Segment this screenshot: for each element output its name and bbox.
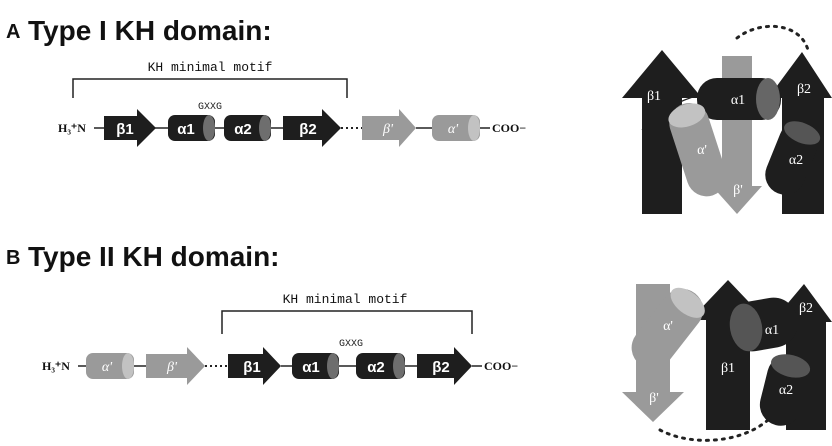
panel-b-alpha2-helix bbox=[356, 353, 405, 379]
panel-a-beta2-label: β2 bbox=[299, 121, 317, 138]
panel-b-motif-bracket bbox=[221, 310, 473, 334]
panel-b-beta2-label: β2 bbox=[432, 359, 450, 376]
panel-a: A Type I KH domain: KH minimal motif GXX… bbox=[6, 15, 832, 214]
panel-a-n-terminus: H₃⁺N bbox=[58, 121, 86, 135]
panel-b-structure-beta2-label: β2 bbox=[799, 301, 813, 316]
panel-a-structure-alpha-prime-cap bbox=[668, 103, 706, 128]
panel-a-structure: β' β1 β2 α1 α' α2 bbox=[622, 24, 832, 214]
panel-b-alpha-prime-label: α' bbox=[102, 360, 113, 375]
panel-b-alpha1-label: α1 bbox=[302, 359, 320, 376]
panel-b-beta1-arrow bbox=[228, 347, 281, 385]
panel-a-letter: A bbox=[6, 21, 20, 43]
panel-b-alpha2-cap bbox=[393, 353, 405, 379]
panel-b-structure-beta-prime-label: β' bbox=[649, 391, 659, 406]
panel-b-structure-beta1-label: β1 bbox=[721, 361, 735, 376]
panel-b: B Type II KH domain: KH minimal motif GX… bbox=[6, 241, 832, 442]
panel-a-beta1-label: β1 bbox=[116, 121, 134, 138]
panel-a-beta1-arrow bbox=[104, 109, 156, 147]
panel-b-c-terminus: COO− bbox=[484, 359, 518, 373]
panel-b-structure-alpha2-label: α2 bbox=[779, 383, 793, 398]
panel-b-n-terminus: H₃⁺N bbox=[42, 359, 70, 373]
panel-a-alpha-prime-cap bbox=[468, 115, 480, 141]
panel-a-structure-beta1-label: β1 bbox=[647, 89, 661, 104]
panel-b-beta-prime-label: β' bbox=[166, 360, 178, 375]
panel-a-structure-beta-prime-label: β' bbox=[733, 183, 743, 198]
panel-b-beta2-arrow bbox=[417, 347, 472, 385]
panel-a-structure-alpha-prime-label: α' bbox=[697, 143, 707, 158]
panel-b-alpha-prime-cap bbox=[122, 353, 134, 379]
panel-a-c-terminus: COO− bbox=[492, 121, 526, 135]
panel-a-structure-alpha2-cap bbox=[784, 121, 821, 145]
panel-b-structure-alpha-prime-label: α' bbox=[663, 319, 673, 334]
panel-a-structure-dotted-loop bbox=[735, 24, 810, 52]
panel-a-structure-alpha1-cap bbox=[756, 78, 780, 120]
panel-b-alpha2-label: α2 bbox=[367, 359, 385, 376]
panel-b-alpha1-helix bbox=[292, 353, 339, 379]
panel-a-alpha2-label: α2 bbox=[234, 121, 252, 138]
panel-a-structure-alpha1-label: α1 bbox=[731, 93, 745, 108]
panel-b-letter: B bbox=[6, 247, 20, 269]
panel-b-gxxg-label: GXXG bbox=[339, 339, 363, 350]
panel-a-alpha1-cap bbox=[203, 115, 215, 141]
panel-a-title: Type I KH domain: bbox=[28, 15, 272, 46]
panel-a-gxxg-label: GXXG bbox=[198, 102, 222, 113]
panel-a-beta-prime-arrow bbox=[362, 109, 416, 147]
panel-b-structure: β' β1 β2 α' α1 α2 bbox=[622, 280, 832, 442]
panel-a-beta-prime-label: β' bbox=[382, 122, 394, 137]
panel-b-alpha-prime-helix bbox=[86, 353, 134, 379]
panel-a-structure-alpha2-label: α2 bbox=[789, 153, 803, 168]
panel-a-alpha1-label: α1 bbox=[177, 121, 195, 138]
panel-a-structure-beta2-label: β2 bbox=[797, 82, 811, 97]
panel-b-structure-alpha-prime-cap bbox=[670, 287, 705, 318]
panel-a-alpha-prime-helix bbox=[432, 115, 480, 141]
panel-a-structure-beta1 bbox=[622, 50, 702, 214]
panel-b-structure-dotted-loop bbox=[658, 418, 770, 442]
panel-a-alpha1-helix bbox=[168, 115, 215, 141]
panel-b-structure-alpha1-cap bbox=[729, 303, 763, 352]
panel-b-motif-label: KH minimal motif bbox=[283, 292, 408, 307]
panel-b-structure-alpha1-label: α1 bbox=[765, 323, 779, 338]
panel-b-structure-alpha2-cap bbox=[770, 354, 811, 378]
panel-a-alpha2-cap bbox=[259, 115, 271, 141]
panel-a-alpha-prime-label: α' bbox=[448, 122, 459, 137]
panel-b-alpha1-cap bbox=[327, 353, 339, 379]
panel-a-beta2-arrow bbox=[283, 109, 341, 147]
panel-b-title: Type II KH domain: bbox=[28, 241, 280, 272]
panel-b-beta-prime-arrow bbox=[146, 347, 205, 385]
panel-a-motif-label: KH minimal motif bbox=[148, 60, 273, 75]
panel-b-beta1-label: β1 bbox=[243, 359, 261, 376]
panel-a-alpha2-helix bbox=[224, 115, 271, 141]
panel-a-motif-bracket bbox=[72, 78, 348, 98]
